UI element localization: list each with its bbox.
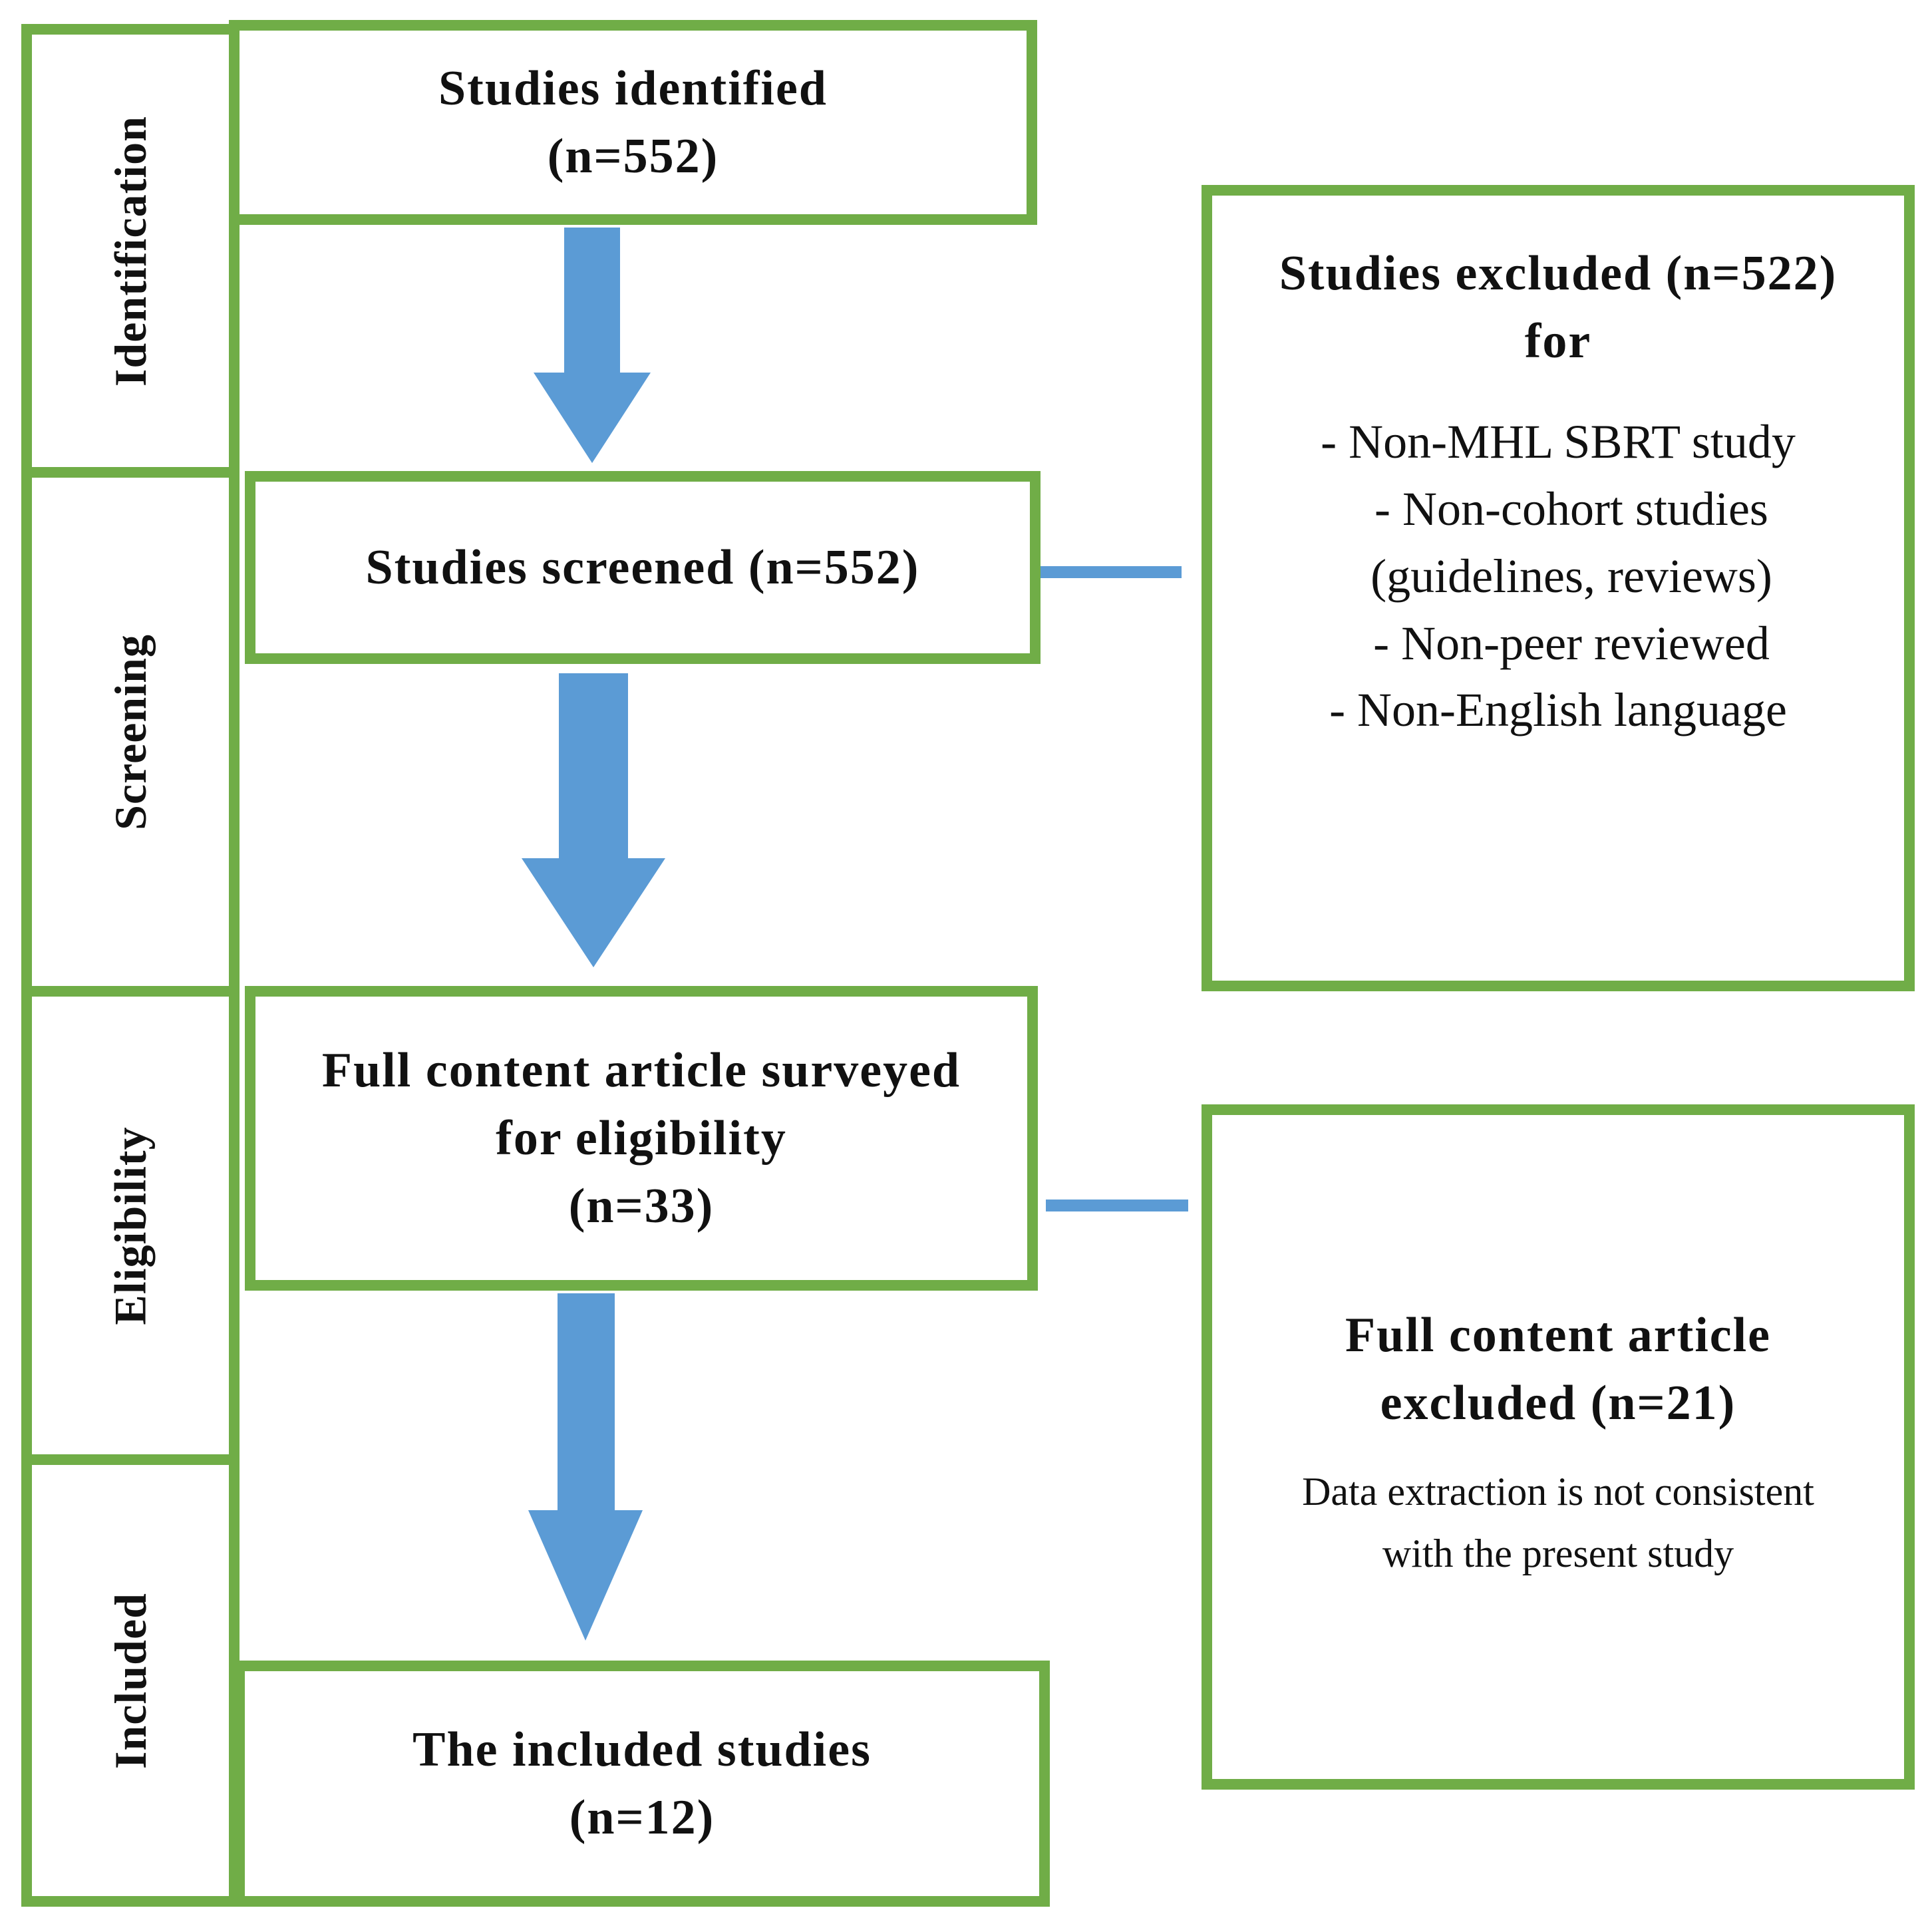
down-arrow	[528, 1293, 643, 1641]
screened-title: Studies screened (n=552)	[365, 540, 920, 595]
fulltext-exclusion-note-line1: Data extraction is not consistent	[1302, 1470, 1814, 1514]
fulltext-exclusion-box: Full content article excluded (n=21) Dat…	[1202, 1104, 1915, 1790]
screening-exclusion-title-line1: Studies excluded (n=522)	[1279, 246, 1838, 301]
exclusion-reason: (guidelines, reviews)	[1370, 549, 1772, 603]
exclusion-reason: - Non-cohort studies	[1374, 482, 1768, 536]
eligibility-title: Full content article surveyed	[321, 1043, 961, 1098]
eligibility-box: Full content article surveyed for eligib…	[245, 986, 1038, 1291]
exclusion-reason: - Non-peer reviewed	[1373, 616, 1770, 670]
included-count: (n=12)	[569, 1790, 715, 1845]
screened-box: Studies screened (n=552)	[245, 471, 1041, 664]
exclusion-reasons-list: - Non-MHL SBRT study - Non-cohort studie…	[1321, 408, 1796, 744]
stage-screening: Screening	[21, 467, 240, 997]
stage-eligibility: Eligibility	[21, 986, 240, 1465]
identified-count: (n=552)	[547, 129, 719, 184]
eligibility-count: (n=33)	[568, 1179, 715, 1234]
fulltext-exclusion-title: Full content article excluded (n=21)	[1345, 1301, 1771, 1437]
exclusion-reason: - Non-MHL SBRT study	[1321, 415, 1796, 469]
down-arrow	[522, 673, 665, 967]
stage-label-identification: Identification	[104, 115, 156, 387]
identified-title: Studies identified	[438, 61, 828, 116]
screening-exclusion-title-line2: for	[1524, 314, 1592, 369]
included-title: The included studies	[412, 1722, 872, 1777]
included-box: The included studies (n=12)	[234, 1661, 1050, 1907]
fulltext-exclusion-note: Data extraction is not consistent with t…	[1302, 1461, 1814, 1585]
exclusion-reason: - Non-English language	[1329, 683, 1787, 737]
stage-included: Included	[21, 1454, 240, 1907]
screening-exclusion-title: Studies excluded (n=522) for	[1279, 240, 1837, 375]
fulltext-exclusion-title-line1: Full content article	[1345, 1308, 1772, 1363]
screening-exclusion-box: Studies excluded (n=522) for - Non-MHL S…	[1202, 185, 1915, 991]
down-arrow	[534, 228, 651, 463]
identified-box: Studies identified (n=552)	[229, 20, 1037, 225]
stage-label-eligibility: Eligibility	[104, 1126, 156, 1325]
eligibility-subtitle: for eligibility	[496, 1110, 787, 1166]
stage-identification: Identification	[21, 24, 240, 478]
fulltext-exclusion-note-line2: with the present study	[1382, 1531, 1734, 1576]
stage-label-included: Included	[104, 1592, 156, 1769]
fulltext-exclusion-title-line2: excluded (n=21)	[1380, 1376, 1736, 1431]
stage-label-screening: Screening	[104, 633, 156, 830]
